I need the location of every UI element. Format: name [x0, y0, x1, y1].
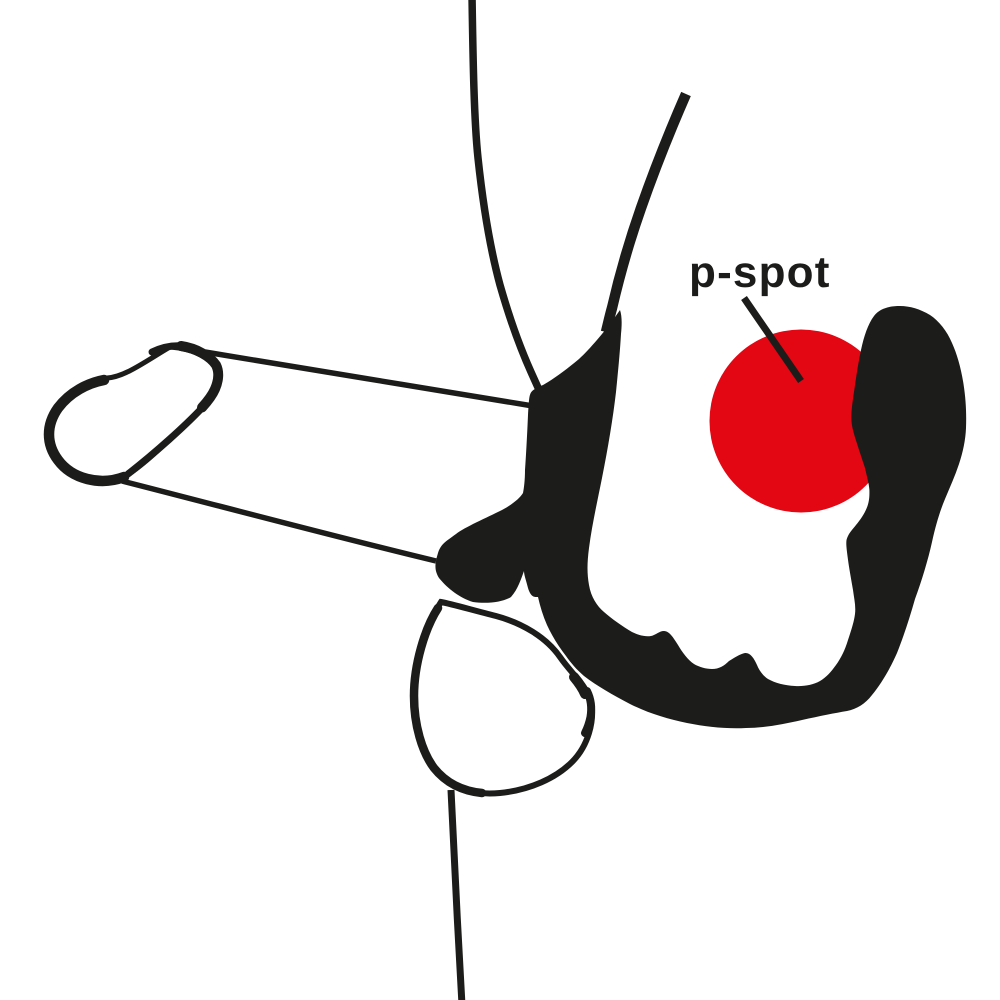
svg-text:p-spot: p-spot: [689, 248, 831, 297]
